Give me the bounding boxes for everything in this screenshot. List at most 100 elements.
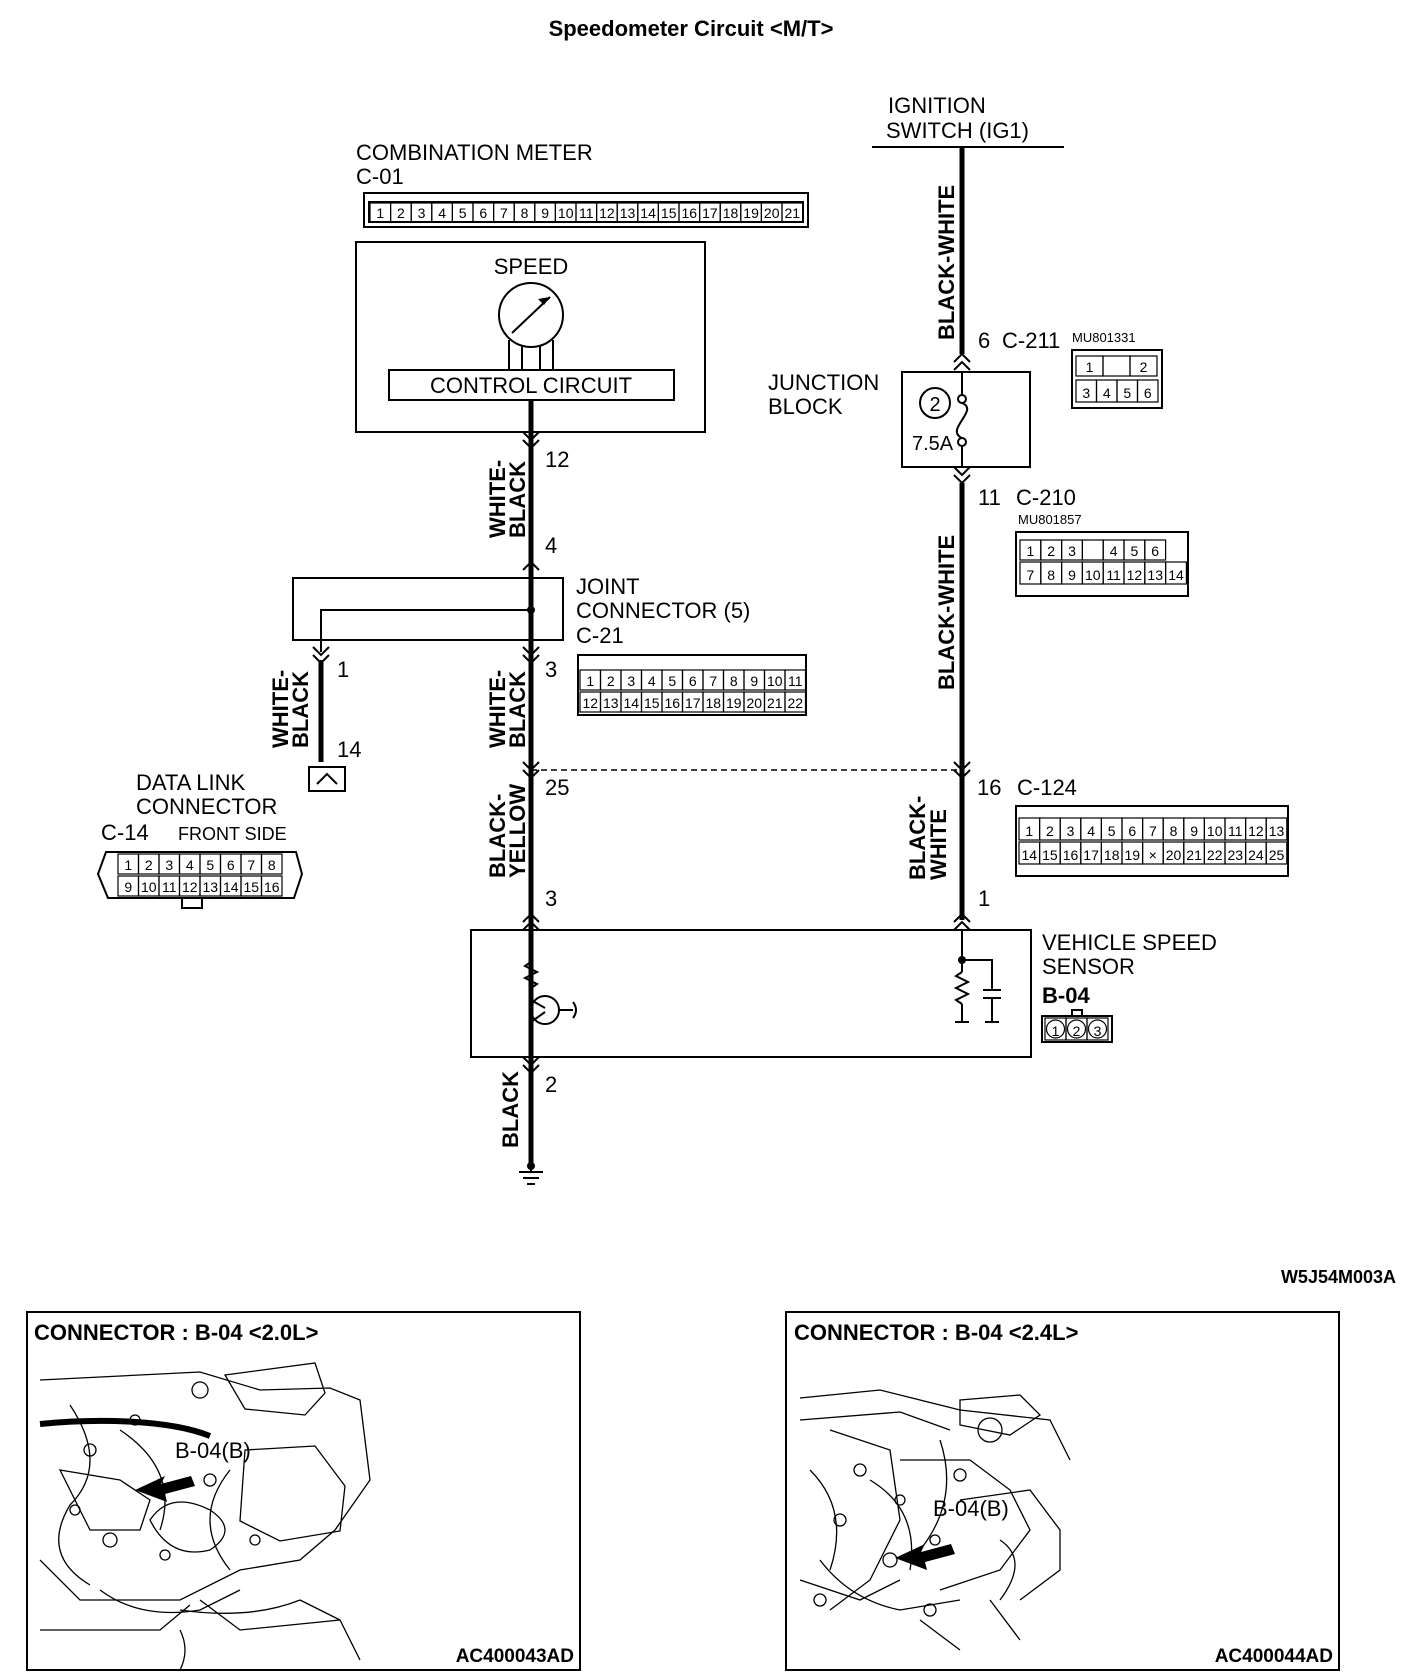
pin-number: 15 <box>644 695 660 711</box>
pin-cell <box>1164 561 1187 585</box>
pin-number: 1 <box>376 205 384 221</box>
connector-mark <box>522 560 540 571</box>
pin-number: 3 <box>1067 823 1075 839</box>
pin-number: 21 <box>1186 847 1202 863</box>
wire-color-black-white-3b: WHITE <box>926 809 951 880</box>
pin-number: 9 <box>124 879 132 895</box>
pin-number: 2 <box>1047 543 1055 559</box>
panel-1-code: AC400043AD <box>456 1646 574 1667</box>
pin-number: 19 <box>726 695 742 711</box>
ground-symbol-icon <box>519 1162 543 1185</box>
wire-color-black-yellow-b: YELLOW <box>505 784 530 878</box>
c124-pin-16: 16 <box>977 775 1001 800</box>
wire-color-white-black-2: WHITE- <box>268 670 293 748</box>
pin-number: 24 <box>1248 847 1264 863</box>
fuse-number: 2 <box>929 394 940 416</box>
wire-color-black-yellow: BLACK- <box>485 794 510 878</box>
pin-number: 3 <box>627 673 635 689</box>
junction-label-2: BLOCK <box>768 394 843 419</box>
dlc-connector-id: C-14 <box>101 820 149 845</box>
pin-number: 11 <box>162 879 177 895</box>
pin-number: 5 <box>206 857 214 873</box>
panel-1-title: CONNECTOR : B-04 <2.0L> <box>34 1320 318 1345</box>
pin-number: 20 <box>764 205 780 221</box>
pin-number: 7 <box>247 857 255 873</box>
wire-color-white-black-1: WHITE- <box>485 460 510 538</box>
wire-color-white-black-2b: BLACK <box>288 671 313 748</box>
joint-label-2: CONNECTOR (5) <box>576 598 750 623</box>
wire-color-black-white-2: BLACK-WHITE <box>934 535 959 690</box>
panel-2-code: AC400044AD <box>1215 1646 1333 1667</box>
pin-number: × <box>1149 847 1157 863</box>
pin-number: 3 <box>418 205 426 221</box>
pin-cell <box>781 202 804 223</box>
pin-number: 16 <box>682 205 698 221</box>
vss-pin-2: 2 <box>545 1072 557 1097</box>
c210-part-number: MU801857 <box>1018 512 1082 527</box>
pin-cell <box>1081 539 1104 561</box>
dlc-label-2: CONNECTOR <box>136 794 277 819</box>
pin-cell <box>1129 355 1158 377</box>
sensor-resistor-capacitor-icon <box>953 930 1001 1023</box>
pin-number: 25 <box>1269 847 1285 863</box>
pin-number: 9 <box>541 205 549 221</box>
pin-number: 20 <box>1166 847 1182 863</box>
pin-number: 2 <box>1073 1023 1081 1039</box>
pin-number: 13 <box>1269 823 1285 839</box>
callout-arrow-icon <box>135 1476 195 1502</box>
pin-number: 6 <box>1144 385 1152 401</box>
pin-number: 8 <box>1047 567 1055 583</box>
pin-number: 19 <box>1125 847 1141 863</box>
pin-number: 1 <box>586 673 594 689</box>
pin-number: 23 <box>1228 847 1244 863</box>
engine-bay-drawing-2 <box>799 1389 1071 1651</box>
pin-number: 2 <box>145 857 153 873</box>
ignition-label-2: SWITCH (IG1) <box>886 118 1029 143</box>
dlc-terminal <box>308 766 346 792</box>
pin-cell <box>260 853 283 875</box>
connector-panel-2-0l: CONNECTOR : B-04 <2.0L> B-04(B) AC400043… <box>26 1311 581 1671</box>
pin-cell <box>1144 539 1167 561</box>
pin-number: 4 <box>1087 823 1095 839</box>
vss-label-1: VEHICLE SPEED <box>1042 930 1217 955</box>
pin-number: 5 <box>1123 385 1131 401</box>
pin-number: 6 <box>227 857 235 873</box>
pin-number: 6 <box>479 205 487 221</box>
pin-number: 14 <box>623 695 639 711</box>
pin-circle <box>1087 1019 1108 1039</box>
pin-number: 17 <box>685 695 701 711</box>
pin-cell <box>784 691 807 713</box>
pin-number: 4 <box>186 857 194 873</box>
pin-number: 3 <box>1082 385 1090 401</box>
pin-number: 22 <box>787 695 803 711</box>
connector-mark <box>522 431 540 450</box>
pin-number: 22 <box>1207 847 1223 863</box>
dlc-side-label: FRONT SIDE <box>178 824 287 844</box>
meter-label: COMBINATION METER <box>356 140 593 165</box>
pin-number: 6 <box>1128 823 1136 839</box>
pin-number: 2 <box>1140 359 1148 375</box>
wire-color-black-white-3: BLACK- <box>905 796 930 880</box>
pin-number: 2 <box>1046 823 1054 839</box>
pin-number: 10 <box>767 673 783 689</box>
pin-number: 16 <box>264 879 280 895</box>
pin-number: 4 <box>1110 543 1118 559</box>
connector-mark <box>522 646 540 665</box>
pin-number: 5 <box>1131 543 1139 559</box>
pin-number: 2 <box>607 673 615 689</box>
wire-color-black: BLACK <box>498 1071 523 1148</box>
meter-pin-12: 12 <box>545 447 569 472</box>
vss-pin-3: 3 <box>545 886 557 911</box>
pin-number: 3 <box>1068 543 1076 559</box>
meter-connector-id: C-01 <box>356 164 404 189</box>
pin-number: 8 <box>268 857 276 873</box>
junction-label-1: JUNCTION <box>768 370 879 395</box>
pin-cell <box>260 875 283 897</box>
wire-color-white-black-1b: BLACK <box>505 461 530 538</box>
pin-number: 4 <box>1103 385 1111 401</box>
fuse-rating: 7.5A <box>912 433 954 455</box>
joint-connector-box <box>292 577 564 641</box>
